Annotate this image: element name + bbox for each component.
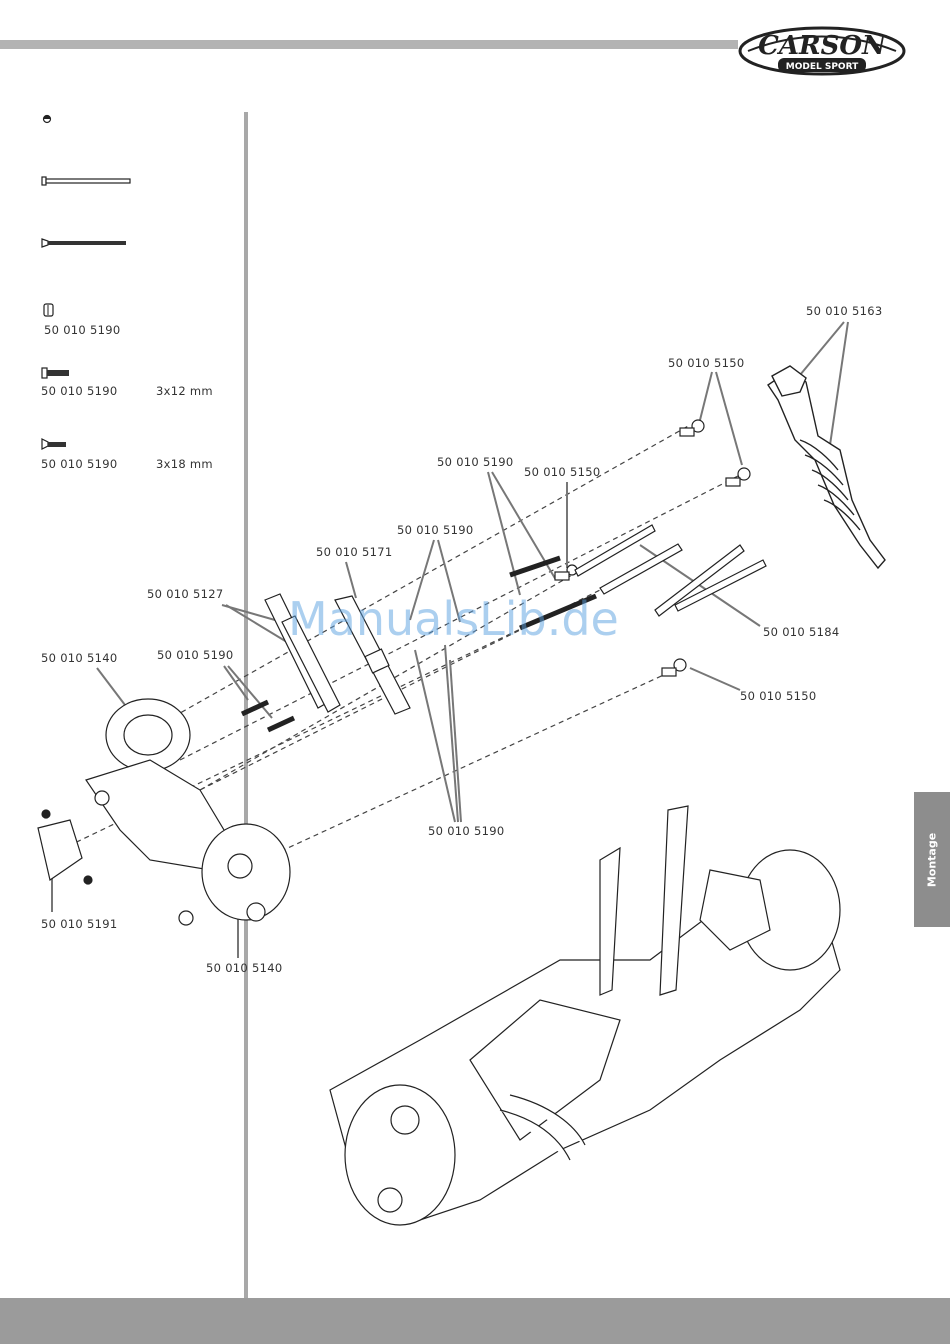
callout-label: 50 010 5163 — [806, 304, 882, 318]
callout-label: 50 010 5190 — [428, 824, 504, 838]
callout-label: 50 010 5184 — [763, 625, 839, 639]
callout-label: 50 010 5150 — [668, 356, 744, 370]
callout-label: 50 010 5127 — [147, 587, 223, 601]
footer-bar — [0, 1298, 950, 1344]
callout-label: 50 010 5190 — [437, 455, 513, 469]
callout-label: 50 010 5190 — [397, 523, 473, 537]
callout-label: 50 010 5171 — [316, 545, 392, 559]
callout-label: 50 010 5150 — [524, 465, 600, 479]
section-tab: Montage — [914, 792, 950, 927]
callout-label: 50 010 5190 — [157, 648, 233, 662]
callout-label: 50 010 5140 — [206, 961, 282, 975]
section-tab-label: Montage — [926, 832, 939, 886]
callout-label: 50 010 5191 — [41, 917, 117, 931]
watermark: ManualsLib.de — [288, 592, 619, 646]
callout-label: 50 010 5140 — [41, 651, 117, 665]
callout-label: 50 010 5150 — [740, 689, 816, 703]
